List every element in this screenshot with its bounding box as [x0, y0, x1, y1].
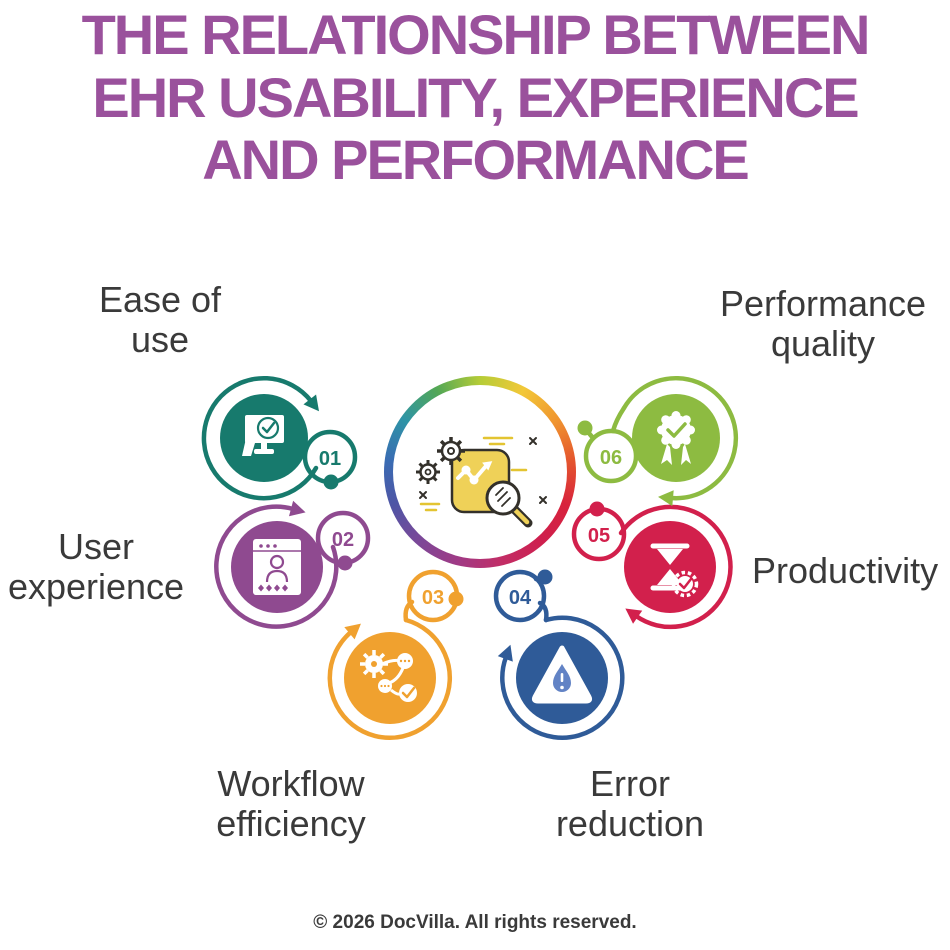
tail-connector [610, 405, 627, 434]
page-title: THE RELATIONSHIP BETWEEN EHR USABILITY, … [0, 3, 950, 192]
hourglass-gear-check-icon [650, 543, 699, 598]
tail-dot [577, 420, 593, 436]
orbit-arrow-arc [201, 376, 319, 501]
copyright-text: © 2026 DocVilla. All rights reserved. [313, 912, 637, 933]
warning-triangle-drop-icon [531, 645, 593, 704]
node-ease-of-use: 01 [201, 376, 358, 501]
tail-dot [589, 501, 605, 517]
label-line: experience [7, 565, 185, 607]
node-circle [344, 632, 436, 724]
arrowhead-icon [344, 623, 361, 640]
gear-icon [416, 460, 440, 484]
label-workflow-efficiency: Workflow efficiency [171, 764, 411, 843]
label-line: Ease of [98, 279, 222, 320]
title-line-1: THE RELATIONSHIP BETWEEN [81, 3, 871, 66]
label-productivity: Productivity [752, 551, 950, 591]
label-line: Productivity [752, 550, 939, 591]
label-line: Workflow [217, 763, 365, 804]
arrowhead-icon [497, 644, 513, 662]
tail-dot [537, 569, 553, 585]
label-line: reduction [555, 802, 705, 844]
node-user-experience: 02 [214, 500, 371, 629]
label-line: User [57, 526, 134, 567]
label-line: use [130, 318, 190, 360]
arrowhead-icon [658, 490, 674, 507]
tail-dot [337, 555, 353, 571]
x-marks [419, 437, 547, 504]
step-number: 06 [600, 447, 622, 469]
workflow-gear-check-icon [360, 650, 417, 702]
line-chart-icon [456, 461, 493, 485]
label-ease-of-use: Ease of use [40, 280, 280, 359]
node-workflow-efficiency: 03 [327, 569, 464, 741]
orbit-arrow-arc [327, 617, 453, 741]
orbit-arrow-arc [500, 615, 625, 740]
step-number: 01 [319, 448, 341, 470]
node-performance-quality: 06 [577, 375, 739, 507]
label-line: Performance [719, 283, 927, 324]
label-performance-quality: Performance quality [713, 284, 933, 363]
tail-dot [323, 474, 339, 490]
gear-icon [437, 437, 465, 465]
orbit-arrow-arc [214, 504, 339, 629]
node-productivity: 05 [571, 501, 733, 630]
magnifier-icon [485, 480, 533, 528]
arrowhead-icon [303, 394, 320, 412]
node-error-reduction: 04 [493, 569, 625, 740]
tail-dot [448, 591, 464, 607]
step-number: 04 [509, 587, 532, 609]
arrowhead-icon [288, 500, 306, 517]
accent-dashes [419, 436, 528, 512]
label-line: Error [590, 763, 670, 804]
label-error-reduction: Error reduction [510, 764, 750, 843]
number-loop [493, 569, 547, 623]
step-number: 05 [588, 525, 610, 547]
arrowhead-icon [625, 608, 643, 624]
label-user-experience: User experience [0, 527, 206, 606]
label-line: quality [770, 322, 876, 364]
monitor-check-hand-icon [242, 415, 284, 456]
title-line-3: AND PERFORMANCE [202, 128, 750, 192]
step-number: 02 [332, 529, 354, 551]
title-line-2: EHR USABILITY, EXPERIENCE [92, 65, 859, 129]
analytics-illustration [416, 436, 547, 528]
step-number: 03 [422, 587, 444, 609]
node-circle [624, 521, 716, 613]
orbit-arrow-arc [621, 375, 739, 501]
profile-rating-card-icon [253, 539, 301, 595]
orbit-arrow-arc [618, 504, 733, 630]
award-ribbon-check-icon [657, 411, 695, 465]
label-line: efficiency [216, 802, 366, 844]
